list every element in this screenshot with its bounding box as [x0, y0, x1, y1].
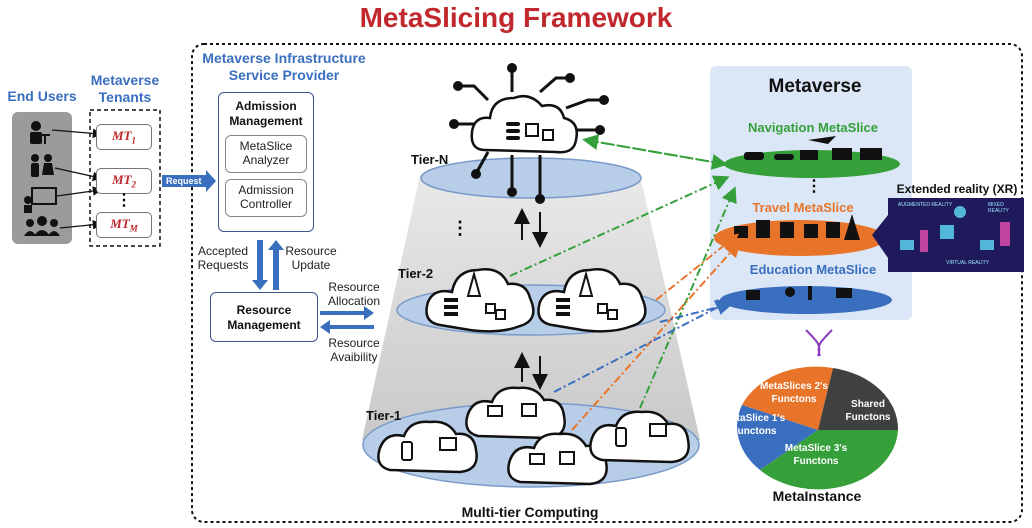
metainstance-pie: [737, 366, 899, 490]
multi-tier-label: Multi-tier Computing: [461, 504, 599, 520]
tier-1-label: Tier-1: [366, 408, 402, 423]
tenant-ellipsis: ⋮: [116, 192, 132, 209]
resource-availability-label: Resource Avaibility: [328, 336, 380, 364]
tenant-mt1: MT1: [96, 124, 152, 150]
resource-management-box: Resource Management: [210, 292, 318, 342]
admission-management-box: Admission Management MetaSlice Analyzer …: [218, 92, 314, 232]
metaslice-analyzer: MetaSlice Analyzer: [225, 135, 307, 173]
tenant-mt2-sub: 2: [131, 179, 137, 190]
tenant-mt2-label: MT: [112, 172, 132, 187]
travel-slice-label: Travel MetaSlice: [752, 200, 854, 215]
edu-slice-label: Education MetaSlice: [749, 262, 877, 277]
page-title: MetaSlicing Framework: [359, 2, 673, 33]
pie-seg-metaslice3: MetaSlice 3's Functons: [784, 443, 848, 467]
tenants-box: [89, 109, 161, 247]
request-arrow: [162, 170, 216, 192]
xr-tag-ar: AUGMENTED REALITY: [898, 202, 953, 208]
tier-dots: ⋮: [451, 218, 469, 238]
tenants-label: Metaverse Tenants: [90, 72, 160, 105]
tier-n-label: Tier-N: [411, 152, 449, 167]
xr-tag-mr: MIXED REALITY: [988, 202, 1009, 214]
request-label: Request: [166, 176, 202, 186]
tenant-mtm-label: MT: [110, 216, 130, 231]
resource-update-label: Resource Update: [285, 244, 337, 272]
pie-seg-metaslice2: MetaSlices 2's Functons: [760, 381, 828, 405]
user-icons: [24, 121, 60, 236]
provider-heading: Metaverse Infrastructure Service Provide…: [202, 50, 366, 83]
tenant-mtm-sub: M: [129, 223, 138, 234]
nav-slice-label: Navigation MetaSlice: [747, 120, 879, 135]
tenant-mt2: MT2: [96, 168, 152, 194]
admission-title: Admission Management: [229, 99, 303, 128]
admission-controller: Admission Controller: [225, 179, 307, 217]
accepted-requests-label: Accepted Requests: [197, 244, 249, 272]
slice-dots: ⋮: [806, 178, 822, 195]
metainstance-title: MetaInstance: [772, 488, 862, 504]
xr-tag-vr: VIRTUAL REALITY: [946, 260, 990, 266]
tier-2-label: Tier-2: [398, 266, 434, 281]
tenant-mtm: MTM: [96, 212, 152, 238]
pie-seg-metaslice1: MetaSlice 1's Functons: [722, 413, 786, 437]
metaverse-panel: [710, 66, 912, 320]
tenant-mt1-label: MT: [112, 128, 132, 143]
resource-allocation-label: Resource Allocation: [327, 280, 381, 308]
xr-label: Extended reality (XR): [896, 182, 1018, 196]
tenant-mt1-sub: 1: [131, 135, 137, 146]
framework-border: [191, 43, 1023, 523]
end-users-label: End Users: [7, 88, 77, 104]
pie-seg-shared: Shared Functons: [845, 399, 891, 423]
metaverse-title: Metaverse: [768, 76, 862, 97]
